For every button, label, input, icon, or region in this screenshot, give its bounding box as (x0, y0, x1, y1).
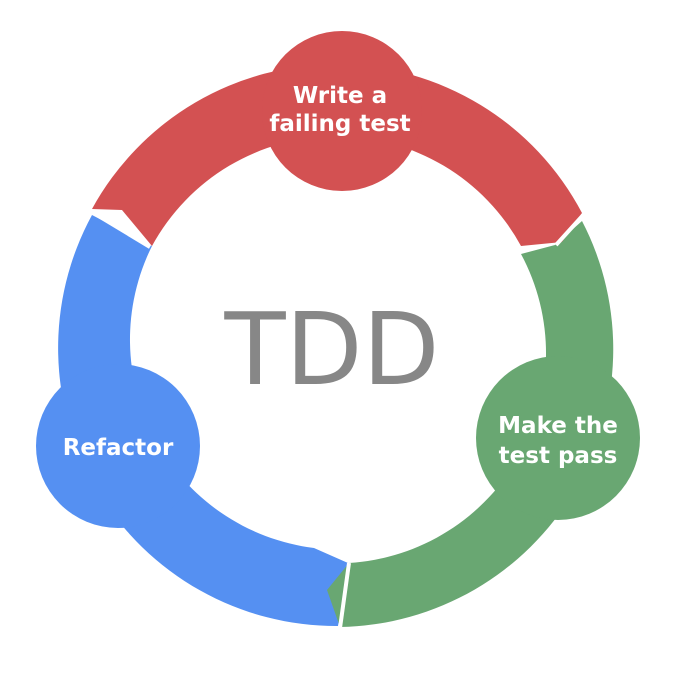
separator-red-blue (90, 210, 152, 249)
write-failing-test-node (262, 31, 422, 191)
write-failing-test-label-line-1: Write a (293, 83, 387, 109)
refactor-node (36, 364, 200, 528)
segment-separators (90, 210, 587, 629)
write-failing-test-arc (92, 64, 582, 246)
refactor-segment: Refactor (36, 215, 348, 627)
refactor-label: Refactor (63, 435, 174, 461)
make-test-pass-segment: Make the test pass (327, 221, 640, 627)
make-test-pass-node (476, 356, 640, 520)
center-title: TDD (223, 291, 439, 408)
separator-red-green (554, 211, 587, 247)
separator-green-blue (338, 562, 351, 629)
make-test-pass-label-line-2: test pass (499, 443, 618, 469)
write-failing-test-segment: Write a failing test (92, 31, 582, 246)
make-test-pass-label-line-1: Make the (498, 413, 618, 439)
write-failing-test-label-line-2: failing test (269, 111, 410, 137)
make-test-pass-arc (327, 221, 614, 627)
